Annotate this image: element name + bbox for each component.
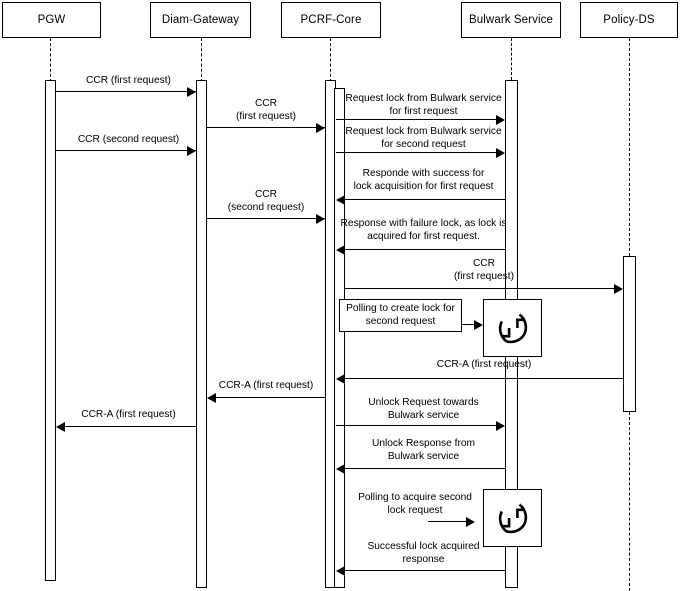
message-line-11 xyxy=(345,378,623,379)
message-label-17: Successful lock acquired response xyxy=(367,541,480,565)
message-label-4: Request lock from Bulwark service for fi… xyxy=(345,93,502,117)
arrow-head-left-6 xyxy=(336,194,345,205)
message-label-6: Responde with success for lock acquisiti… xyxy=(353,168,494,192)
message-line-3 xyxy=(56,150,196,151)
arrow-head-right-10 xyxy=(474,319,483,330)
refresh-loop-icon-2 xyxy=(498,503,527,534)
message-label-11: CCR-A (first request) xyxy=(436,359,532,370)
lifeline-header-pcrf-core[interactable]: PCRF-Core xyxy=(281,2,381,38)
arrow-head-left-12 xyxy=(207,392,216,403)
message-label-3: CCR (second request) xyxy=(77,134,180,145)
message-line-1 xyxy=(56,91,196,92)
loop-marker-2 xyxy=(483,489,542,547)
message-line-14 xyxy=(65,426,196,427)
message-line-15 xyxy=(345,468,505,469)
message-line-16 xyxy=(428,521,468,522)
arrow-head-left-11 xyxy=(336,373,345,384)
lifeline-label-pgw: PGW xyxy=(37,14,66,26)
lifeline-dash-bulwark-service xyxy=(511,38,512,80)
arrow-head-right-4 xyxy=(496,114,505,125)
lifeline-header-diam-gateway[interactable]: Diam-Gateway xyxy=(150,2,251,38)
message-label-13: Unlock Request towards Bulwark service xyxy=(368,397,479,421)
lifeline-dash-diam-gateway xyxy=(201,38,202,82)
message-label-8: Response with failure lock, as lock is a… xyxy=(340,218,507,242)
loop-marker-1 xyxy=(483,299,542,357)
arrow-head-left-15 xyxy=(336,463,345,474)
message-label-16: Polling to acquire second lock request xyxy=(358,492,472,516)
lifeline-header-pgw[interactable]: PGW xyxy=(2,2,101,38)
message-label-1: CCR (first request) xyxy=(86,75,171,86)
lifeline-label-pcrf-core: PCRF-Core xyxy=(300,14,362,26)
activation-bar-policy-ds xyxy=(623,256,636,412)
lifeline-header-policy-ds[interactable]: Policy-DS xyxy=(580,2,678,38)
note-box-polling-create-lock: Polling to create lock for second reques… xyxy=(339,299,462,332)
message-label-15: Unlock Response from Bulwark service xyxy=(371,438,476,462)
message-line-8 xyxy=(345,249,505,250)
lifeline-label-policy-ds: Policy-DS xyxy=(603,14,655,26)
message-label-7: CCR (second request) xyxy=(227,189,305,213)
message-label-12: CCR-A (first request) xyxy=(218,380,314,391)
activation-bar-pcrf-core-inner xyxy=(334,88,345,588)
arrow-head-right-2 xyxy=(316,122,325,133)
arrow-head-right-1 xyxy=(187,86,196,97)
lifeline-dash-policy-ds-lower xyxy=(629,412,630,591)
activation-bar-pgw xyxy=(45,80,56,581)
message-label-14: CCR-A (first request) xyxy=(81,409,176,420)
lifeline-label-bulwark-service: Bulwark Service xyxy=(469,14,553,26)
note-text-polling-create-lock: Polling to create lock for second reques… xyxy=(346,303,455,327)
message-label-5: Request lock from Bulwark service for se… xyxy=(345,126,502,150)
lifeline-label-diam-gateway: Diam-Gateway xyxy=(161,14,240,26)
message-line-7 xyxy=(207,218,325,219)
message-line-13 xyxy=(336,425,496,426)
arrow-head-right-5 xyxy=(496,147,505,158)
message-line-2 xyxy=(207,127,325,128)
message-line-17 xyxy=(345,570,505,571)
message-line-9 xyxy=(345,288,614,289)
arrow-head-right-13 xyxy=(496,420,505,431)
arrow-head-right-3 xyxy=(187,145,196,156)
refresh-loop-icon-1 xyxy=(498,313,527,344)
arrow-head-left-14 xyxy=(56,421,65,432)
lifeline-dash-policy-ds-upper xyxy=(629,38,630,256)
message-line-10 xyxy=(462,324,477,325)
message-label-9: CCR (first request) xyxy=(453,258,514,282)
arrow-head-left-17 xyxy=(336,565,345,576)
message-line-12 xyxy=(216,397,325,398)
arrow-head-right-16 xyxy=(466,516,475,527)
message-line-6 xyxy=(345,199,505,200)
lifeline-dash-pgw xyxy=(50,38,51,82)
message-line-5 xyxy=(336,152,496,153)
arrow-head-right-9 xyxy=(614,283,623,294)
message-line-4 xyxy=(336,119,496,120)
message-label-2: CCR (first request) xyxy=(235,98,296,122)
arrow-head-right-7 xyxy=(316,213,325,224)
arrow-head-left-8 xyxy=(336,244,345,255)
lifeline-header-bulwark-service[interactable]: Bulwark Service xyxy=(461,2,561,38)
activation-bar-diam-gateway xyxy=(196,80,207,588)
lifeline-dash-pcrf-core xyxy=(330,38,331,82)
